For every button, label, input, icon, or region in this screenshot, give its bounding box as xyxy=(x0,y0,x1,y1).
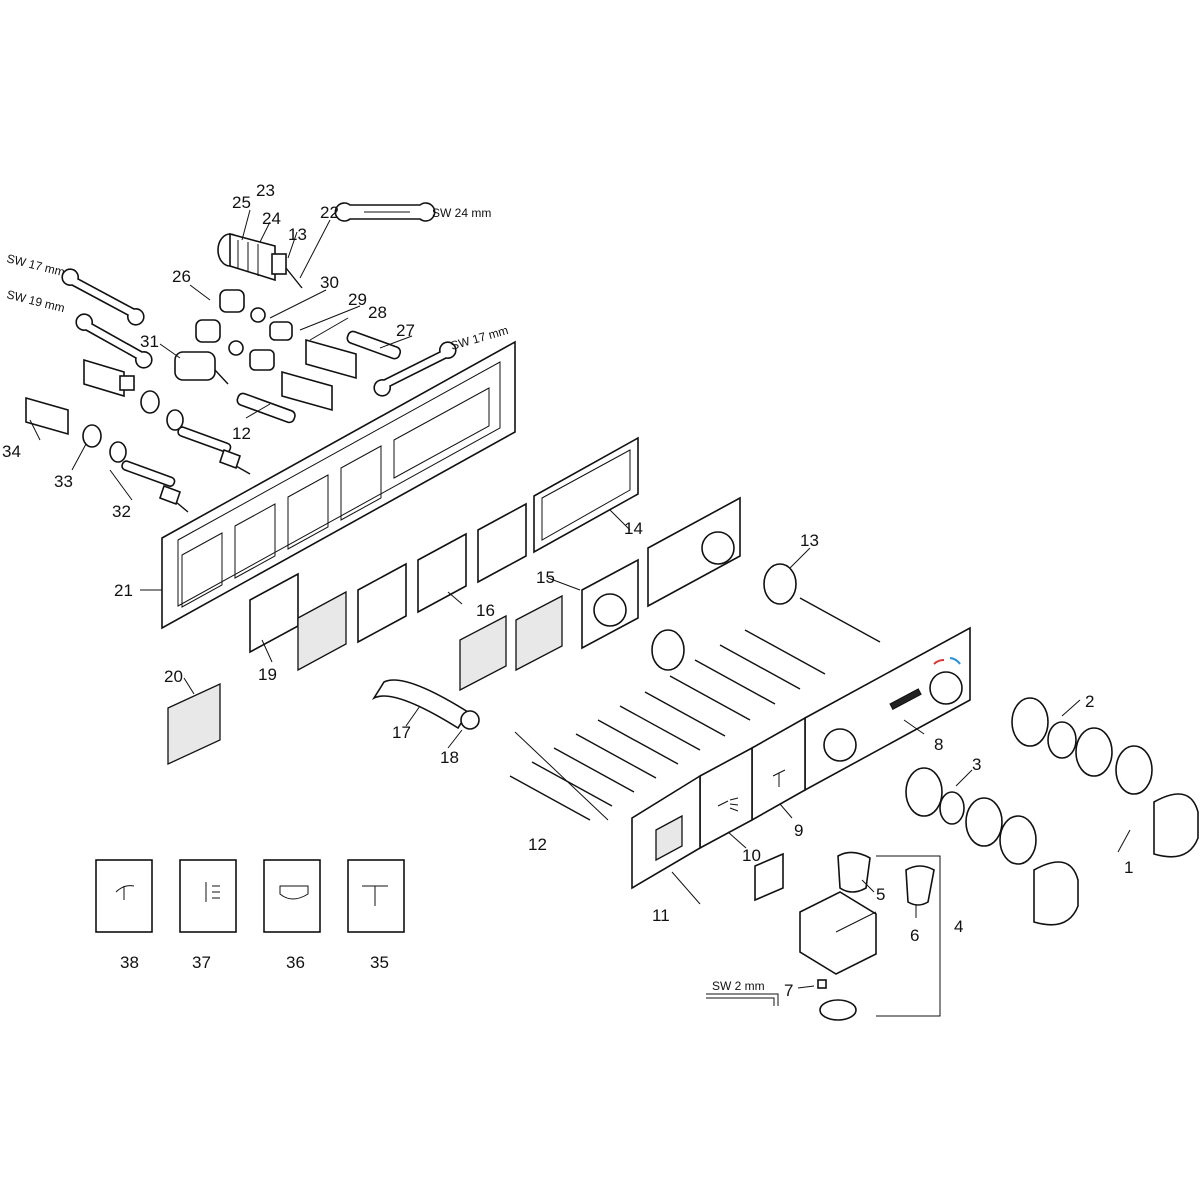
leader-lines xyxy=(29,209,1131,989)
hand-shower-icon xyxy=(205,882,220,902)
cap-38 xyxy=(95,859,153,933)
label-part-12-screws: 12 xyxy=(528,835,547,854)
panel-10 xyxy=(699,746,753,850)
valve-bodies xyxy=(581,496,741,650)
screw-bracket xyxy=(514,731,609,821)
label-part-33: 33 xyxy=(54,472,73,491)
cap-36 xyxy=(263,859,321,933)
bathtub-icon xyxy=(279,885,309,900)
screw-set-right xyxy=(644,597,881,737)
label-part-11: 11 xyxy=(652,906,670,925)
valve-left-parts xyxy=(83,358,251,475)
cap-35 xyxy=(347,859,405,933)
label-part-14: 14 xyxy=(624,519,643,538)
label-part-2: 2 xyxy=(1085,692,1094,711)
wrench-sw17-right-icon xyxy=(373,341,457,397)
hex-key-sw2-icon xyxy=(706,993,779,1006)
panel-11 xyxy=(631,774,701,890)
label-part-5: 5 xyxy=(876,885,885,904)
o-ring-13 xyxy=(763,563,797,605)
wrench-sw24-icon xyxy=(334,202,436,222)
label-part-22: 22 xyxy=(320,203,339,222)
valve-lower-parts xyxy=(25,396,189,513)
overhead-shower-icon xyxy=(362,885,388,906)
label-part-35: 35 xyxy=(370,953,389,972)
label-part-37: 37 xyxy=(192,953,211,972)
cap-37 xyxy=(179,859,237,933)
frame-seals xyxy=(249,502,527,654)
label-part-12-top: 12 xyxy=(232,424,251,443)
wrench-sw17-left-icon xyxy=(61,268,145,326)
label-part-36: 36 xyxy=(286,953,305,972)
label-part-15: 15 xyxy=(536,568,555,587)
label-part-28: 28 xyxy=(368,303,387,322)
wall-outlet-4 xyxy=(799,891,877,975)
label-part-25: 25 xyxy=(232,193,251,212)
label-part-21: 21 xyxy=(114,581,133,600)
label-part-20: 20 xyxy=(164,667,183,686)
label-part-23: 23 xyxy=(256,181,275,200)
mounting-plates xyxy=(297,590,563,692)
label-part-24: 24 xyxy=(262,209,281,228)
tool-label-sw19: SW 19 mm xyxy=(5,287,66,315)
label-part-38: 38 xyxy=(120,953,139,972)
label-part-10: 10 xyxy=(742,846,761,865)
label-part-3: 3 xyxy=(972,755,981,774)
tool-label-sw2: SW 2 mm xyxy=(712,979,765,993)
label-part-32: 32 xyxy=(112,502,131,521)
large-seal xyxy=(533,436,639,554)
label-part-34: 34 xyxy=(2,442,21,461)
set-4-bracket xyxy=(876,855,941,1017)
label-part-13-top: 13 xyxy=(288,225,307,244)
label-part-8: 8 xyxy=(934,735,943,754)
grub-screw-7 xyxy=(817,979,857,1021)
label-part-9: 9 xyxy=(794,821,803,840)
handle-rosette-set-2 xyxy=(1011,697,1113,777)
hand-shower-icon xyxy=(717,797,739,812)
tool-label-sw17-left: SW 17 mm xyxy=(5,251,66,279)
screw-set-left xyxy=(509,705,701,821)
wrench-sw19-icon xyxy=(75,313,153,369)
cover-plate-20 xyxy=(167,682,221,766)
flex-hose xyxy=(371,679,480,730)
label-part-17: 17 xyxy=(392,723,411,742)
handle-rosette-set-3 xyxy=(905,767,1037,865)
label-part-30: 30 xyxy=(320,273,339,292)
seal-11 xyxy=(754,852,784,902)
label-part-18: 18 xyxy=(440,748,459,767)
label-part-1: 1 xyxy=(1124,858,1133,877)
thermostatic-cartridge xyxy=(217,232,303,289)
label-part-29: 29 xyxy=(348,290,367,309)
mounting-frame xyxy=(161,340,516,630)
valve-small-parts xyxy=(174,289,402,424)
label-part-7: 7 xyxy=(784,981,793,1000)
shower-holder-6 xyxy=(905,865,935,906)
overhead-shower-icon xyxy=(772,769,786,787)
label-part-27: 27 xyxy=(396,321,415,340)
thermostat-panel-8 xyxy=(804,626,971,792)
label-part-4: 4 xyxy=(954,917,963,936)
knob-handles xyxy=(1033,793,1199,926)
panel-9 xyxy=(751,716,806,822)
label-part-16: 16 xyxy=(476,601,495,620)
spout-icon xyxy=(115,885,135,900)
o-ring xyxy=(651,629,685,671)
label-part-31: 31 xyxy=(140,332,159,351)
ring-1 xyxy=(1115,745,1153,795)
label-part-6: 6 xyxy=(910,926,919,945)
shower-holder-5 xyxy=(837,851,871,893)
label-part-19: 19 xyxy=(258,665,277,684)
label-part-13: 13 xyxy=(800,531,819,550)
label-part-26: 26 xyxy=(172,267,191,286)
tool-label-sw17-right: SW 17 mm xyxy=(449,323,510,353)
tool-label-sw24: SW 24 mm xyxy=(432,206,491,220)
